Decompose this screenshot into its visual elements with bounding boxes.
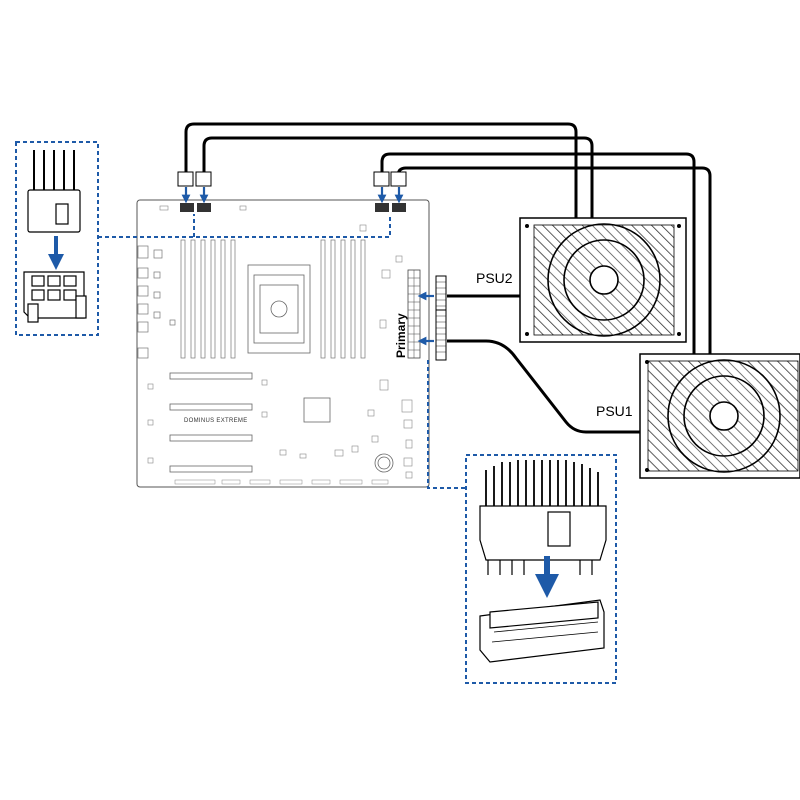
atx-cables [447,294,640,434]
primary-label: Primary [394,313,408,358]
eps-header-right [375,203,406,212]
psu-fan-icon [547,223,661,337]
eps-header-left [180,203,211,212]
atx-callout [427,360,617,684]
cpu-socket [247,264,311,354]
rear-io [137,245,176,359]
dimm-slots-right [320,239,366,359]
motherboard: DOMINUS EXTREME Primary [136,199,430,488]
atx-24pin-connector-icon [479,460,607,663]
psu2-label: PSU2 [476,270,513,286]
psu2 [519,217,687,343]
board-name: DOMINUS EXTREME [184,418,248,424]
eps-callout [15,141,391,336]
psu1 [639,353,800,479]
eps-8pin-connector-icon [23,150,87,323]
eps-cables-psu2 [184,122,594,220]
bottom-headers [174,479,389,485]
pcie-slots [169,372,253,473]
atx-24pin-plug-psu1 [435,309,447,361]
arrow-down-icon [181,187,404,204]
cmos-battery [374,453,394,473]
psu-fan-icon [667,359,781,473]
arrow-left-icon [417,291,434,346]
eps-plugs [177,171,407,187]
psu1-label: PSU1 [596,403,633,419]
dimm-slots-left [180,239,236,359]
chipset [303,397,331,423]
board-components [147,205,413,479]
